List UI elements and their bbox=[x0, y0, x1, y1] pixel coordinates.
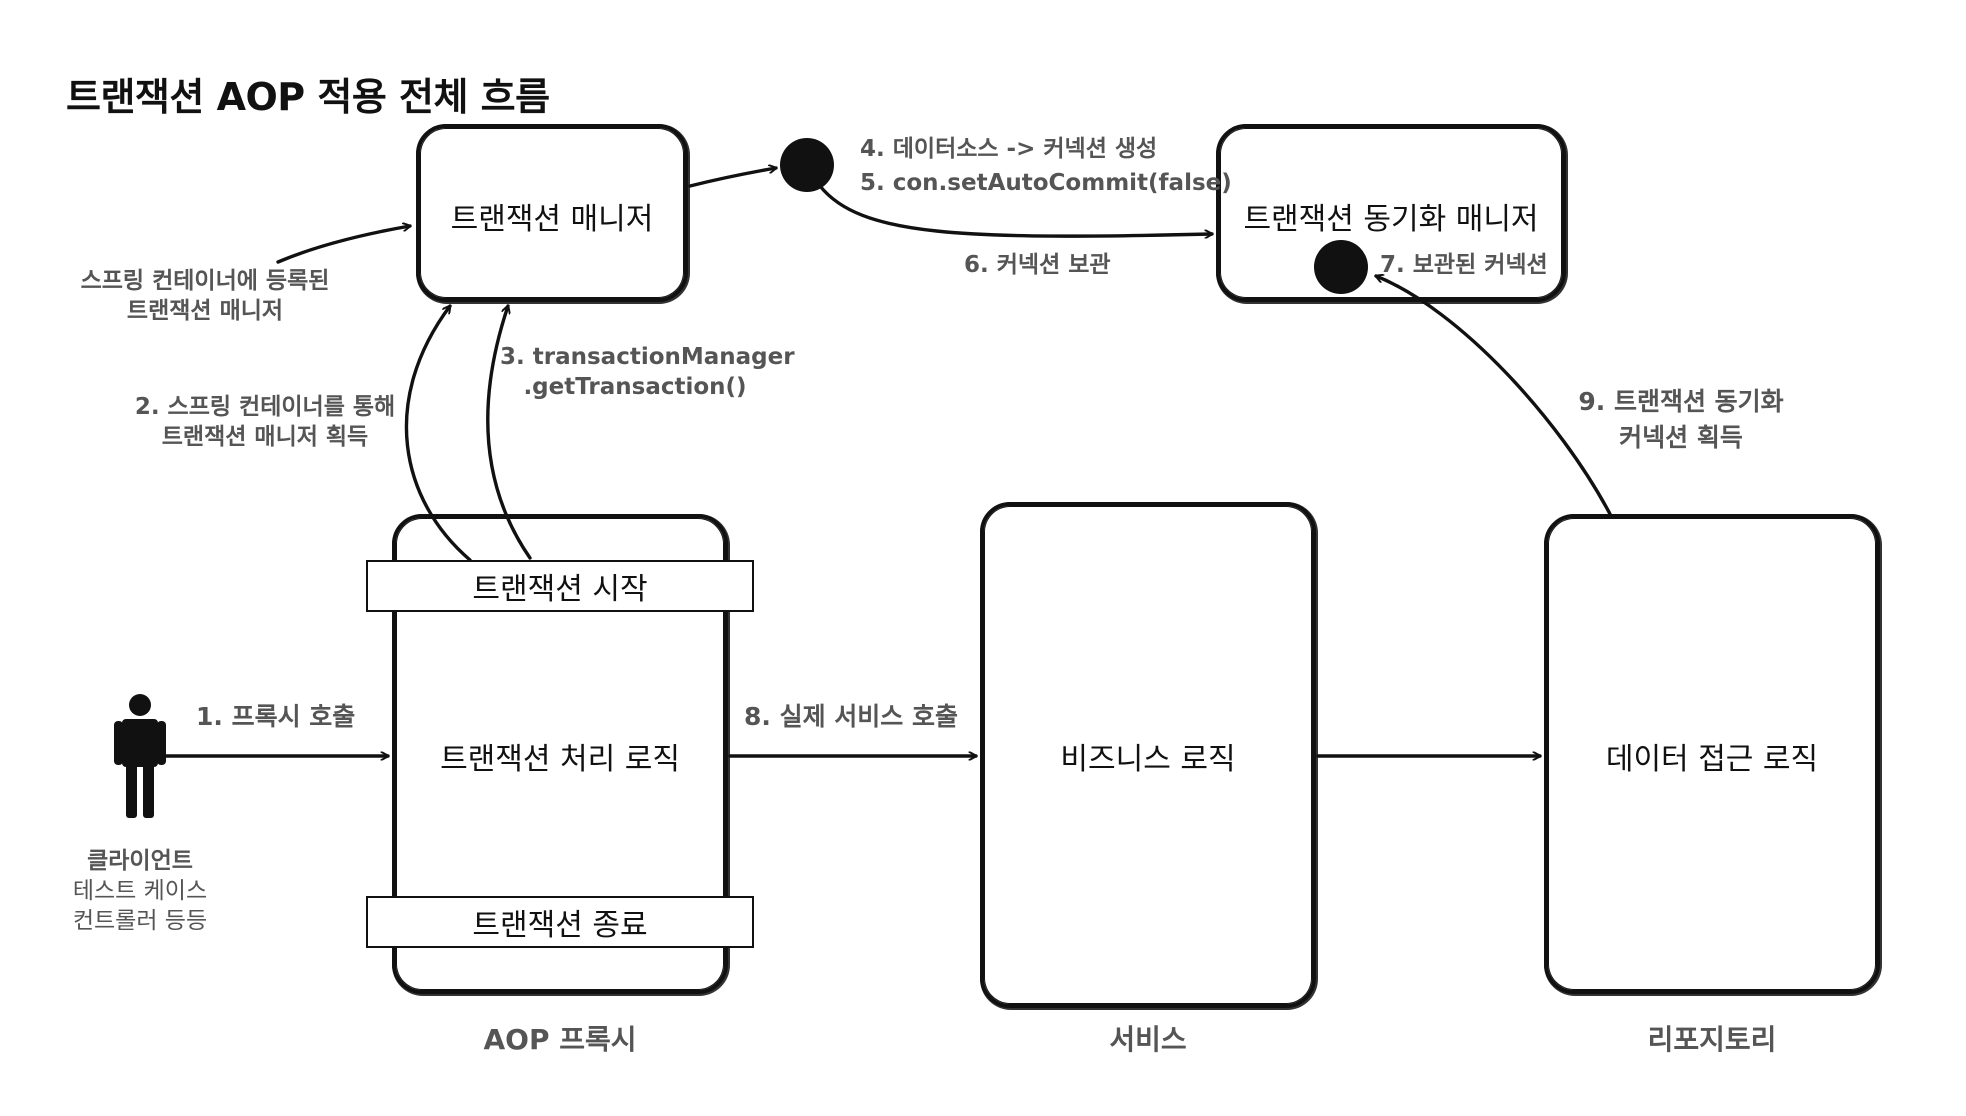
connection-dot bbox=[780, 138, 834, 192]
step4-note: 4. 데이터소스 -> 커넥션 생성 bbox=[860, 136, 1158, 162]
service-box: 비즈니스 로직 bbox=[980, 502, 1316, 1008]
client-label: 클라이언트 테스트 케이스 컨트롤러 등등 bbox=[60, 846, 220, 936]
step9-note: 9. 트랜잭션 동기화 커넥션 획득 bbox=[1556, 384, 1806, 456]
client-title: 클라이언트 bbox=[87, 848, 193, 874]
arrow-manager-to-connection bbox=[688, 168, 776, 188]
step9-line1: 9. 트랜잭션 동기화 bbox=[1578, 387, 1784, 416]
transaction-sync-manager-box: 트랜잭션 동기화 매니저 bbox=[1216, 124, 1566, 302]
step6-note: 6. 커넥션 보관 bbox=[964, 252, 1111, 278]
step2-line2: 트랜잭션 매니저 획득 bbox=[161, 424, 369, 450]
step2-line1: 2. 스프링 컨테이너를 통해 bbox=[134, 394, 396, 420]
step7-note: 7. 보관된 커넥션 bbox=[1380, 252, 1548, 278]
step1-note: 1. 프록시 호출 bbox=[196, 702, 356, 731]
repository-box: 데이터 접근 로직 bbox=[1544, 514, 1880, 994]
service-caption: 서비스 bbox=[1109, 1023, 1187, 1056]
data-access-logic-label: 데이터 접근 로직 bbox=[1605, 742, 1819, 777]
client-person-icon bbox=[114, 694, 166, 818]
arrow-step2-acquire-manager bbox=[404, 306, 472, 562]
step3-line1: 3. transactionManager bbox=[500, 344, 795, 370]
arrow-step3-get-transaction bbox=[486, 306, 532, 560]
business-logic-label: 비즈니스 로직 bbox=[1060, 742, 1236, 777]
transaction-manager-box: 트랜잭션 매니저 bbox=[416, 124, 688, 302]
aop-proxy-caption: AOP 프록시 bbox=[483, 1023, 637, 1056]
stored-connection-dot bbox=[1314, 240, 1368, 294]
step8-note: 8. 실제 서비스 호출 bbox=[744, 702, 959, 731]
arrow-connection-to-sync-manager bbox=[818, 184, 1214, 236]
arrow-registered-to-manager bbox=[276, 226, 410, 264]
transaction-sync-manager-label: 트랜잭션 동기화 매니저 bbox=[1243, 202, 1539, 237]
transaction-manager-label: 트랜잭션 매니저 bbox=[450, 202, 654, 237]
step9-line2: 커넥션 획득 bbox=[1619, 423, 1743, 452]
transaction-end-bar: 트랜잭션 종료 bbox=[366, 896, 754, 948]
client-subtitle-test: 테스트 케이스 bbox=[72, 878, 208, 904]
step2-note: 2. 스프링 컨테이너를 통해 트랜잭션 매니저 획득 bbox=[130, 392, 400, 452]
page-title: 트랜잭션 AOP 적용 전체 흐름 bbox=[66, 75, 550, 119]
step3-line2: .getTransaction() bbox=[523, 374, 747, 400]
spring-registered-line1: 스프링 컨테이너에 등록된 bbox=[80, 268, 330, 294]
spring-registered-note: 스프링 컨테이너에 등록된 트랜잭션 매니저 bbox=[70, 266, 340, 326]
transaction-start-bar: 트랜잭션 시작 bbox=[366, 560, 754, 612]
repository-caption: 리포지토리 bbox=[1647, 1023, 1777, 1056]
aop-proxy-logic-label: 트랜잭션 처리 로직 bbox=[440, 742, 680, 777]
step5-note: 5. con.setAutoCommit(false) bbox=[860, 170, 1232, 196]
spring-registered-line2: 트랜잭션 매니저 bbox=[126, 298, 284, 324]
step3-note: 3. transactionManager .getTransaction() bbox=[500, 342, 795, 402]
client-subtitle-controller: 컨트롤러 등등 bbox=[72, 908, 208, 934]
arrow-step9-repository-to-connection bbox=[1376, 276, 1612, 516]
